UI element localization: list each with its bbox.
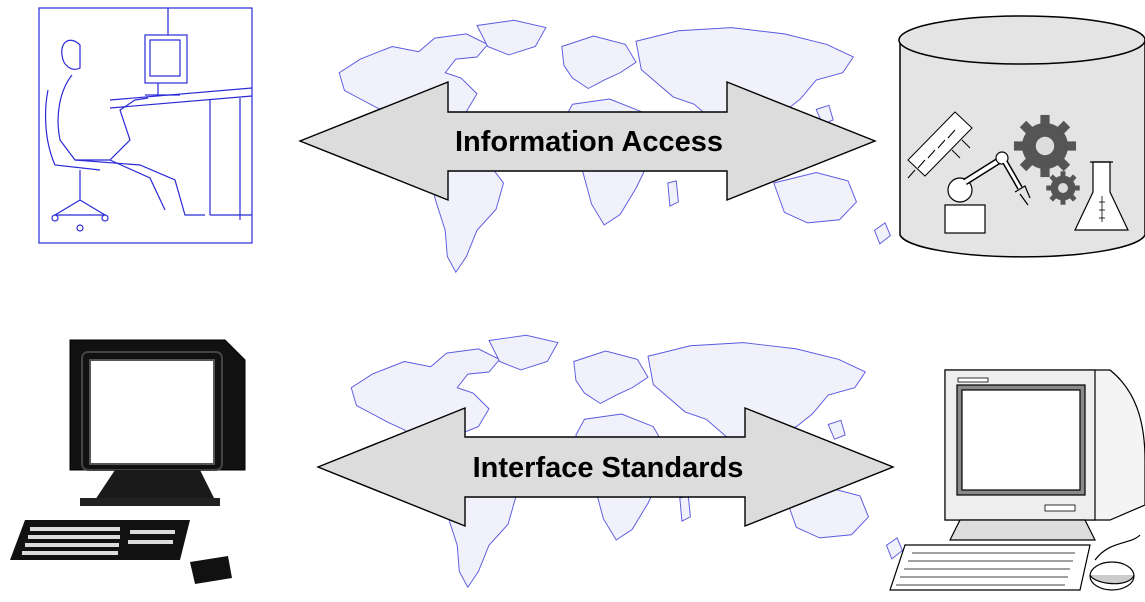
microchip-icon: [907, 111, 973, 179]
flask-icon: [1074, 161, 1129, 231]
arrow-label-interface-standards: Interface Standards: [473, 452, 744, 484]
double-arrow-top: [298, 80, 877, 202]
database-cylinder-icon: [898, 15, 1145, 258]
robot-arm-icon: [944, 151, 1031, 234]
desktop-computer-icon: [889, 369, 1145, 591]
black-workstation-icon: [10, 339, 246, 584]
arrow-label-information-access: Information Access: [455, 126, 723, 158]
person-at-workstation-icon: [38, 7, 253, 244]
double-arrow-bottom: [316, 406, 895, 528]
